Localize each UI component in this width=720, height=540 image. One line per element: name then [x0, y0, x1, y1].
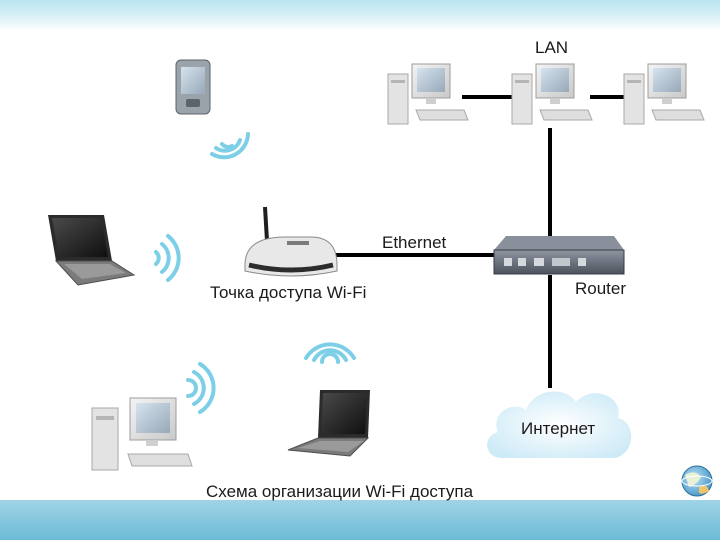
desktop-computer-icon — [387, 63, 469, 125]
wifi-waves-icon — [154, 132, 356, 414]
cloud-icon — [487, 391, 632, 458]
desktop-computer-icon — [91, 397, 193, 471]
wifi-access-point-icon — [244, 206, 338, 277]
diagram-caption: Схема организации Wi-Fi доступа — [206, 482, 474, 501]
laptop-icon — [287, 390, 370, 457]
pda-icon — [175, 59, 211, 115]
cables — [336, 95, 624, 388]
desktop-computer-icon — [623, 63, 705, 125]
globe-icon — [681, 465, 713, 497]
desktop-computer-icon — [511, 63, 593, 125]
bottom-band — [0, 500, 720, 540]
internet-label: Интернет — [521, 419, 596, 438]
router-label: Router — [575, 279, 627, 298]
lan-label: LAN — [535, 38, 569, 57]
router-icon — [493, 236, 625, 275]
ethernet-label: Ethernet — [382, 233, 447, 252]
laptop-icon — [48, 215, 136, 286]
top-band — [0, 0, 720, 30]
access-point-label: Точка доступа Wi-Fi — [210, 283, 367, 302]
